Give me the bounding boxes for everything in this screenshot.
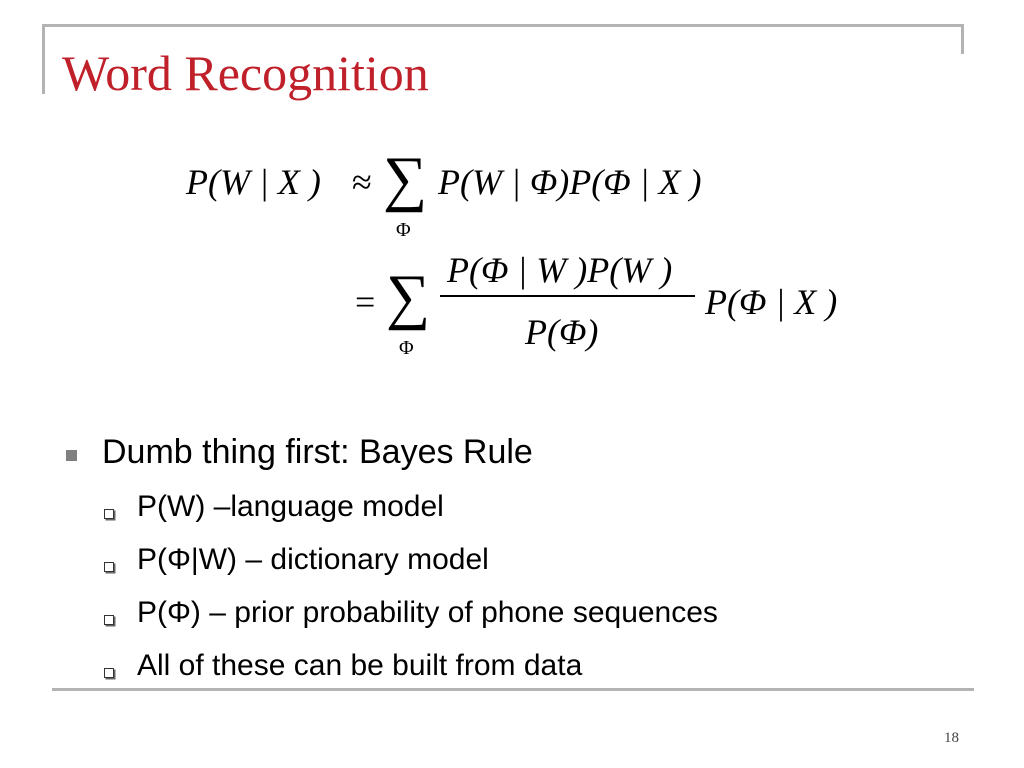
frame-top-line [42, 24, 964, 27]
equation-line1-lhs: P(W | X ) [186, 162, 321, 202]
sub-bullet-icon [104, 509, 114, 519]
sub-bullet-icon [104, 668, 114, 678]
equals-symbol: = [355, 282, 376, 322]
equation-line1-rhs: P(W | Φ)P(Φ | X ) [438, 162, 702, 202]
slide-title: Word Recognition [62, 45, 429, 101]
sub-bullet-item: All of these can be built from data [137, 649, 583, 682]
fraction-numerator: P(Φ | W )P(W ) [447, 250, 673, 290]
footer-divider [52, 688, 974, 691]
sub-bullet-icon [104, 615, 114, 625]
sigma-symbol-2: ∑ [386, 263, 431, 331]
page-number: 18 [944, 730, 959, 746]
fraction-bar [440, 295, 695, 297]
sigma-symbol-1: ∑ [383, 145, 428, 213]
sum-index-1: Φ [396, 219, 411, 241]
equation-line2-rhs: P(Φ | X ) [705, 282, 838, 322]
sum-index-2: Φ [399, 337, 414, 359]
square-bullet-icon [66, 450, 77, 461]
approx-symbol: ≈ [352, 162, 372, 202]
frame-left-line [42, 24, 45, 94]
sub-bullet-item: P(Φ|W) – dictionary model [137, 543, 489, 576]
bullet-main: Dumb thing first: Bayes Rule [102, 433, 533, 471]
fraction-denominator: P(Φ) [525, 312, 599, 352]
sub-bullet-item: P(W) –language model [137, 490, 444, 523]
sub-bullet-item: P(Φ) – prior probability of phone sequen… [137, 596, 718, 629]
frame-right-line [961, 24, 964, 54]
sub-bullet-icon [104, 562, 114, 572]
